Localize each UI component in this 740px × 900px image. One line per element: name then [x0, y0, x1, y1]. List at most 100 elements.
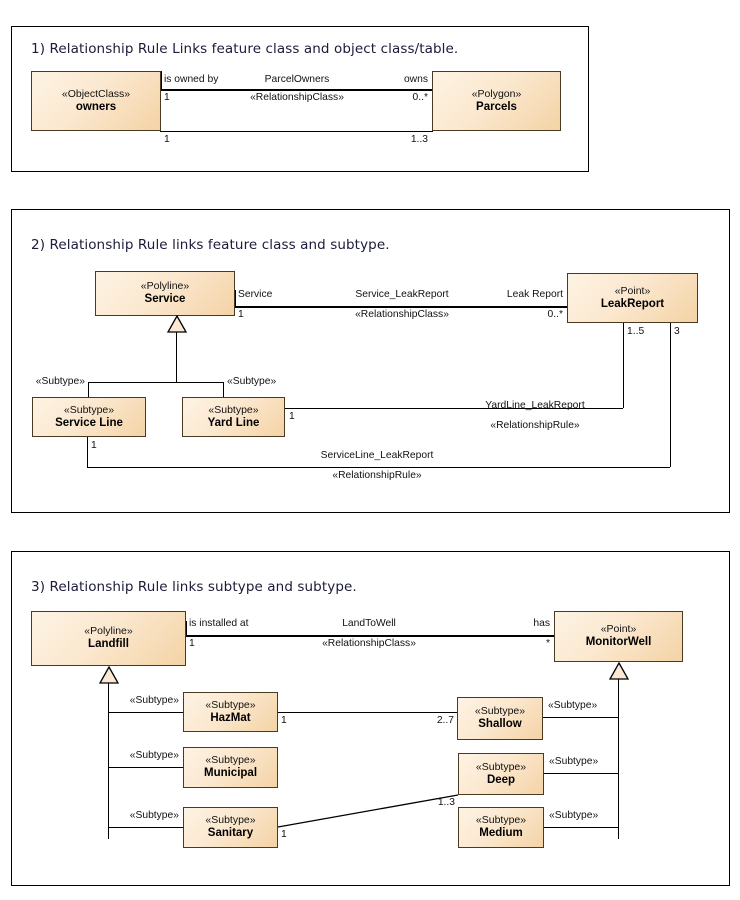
connector-stereotype: «RelationshipRule» [332, 470, 422, 481]
class-name: Yard Line [207, 416, 260, 429]
generalization-drop-service-line [88, 382, 89, 397]
connector-target-multiplicity: 3 [674, 326, 680, 337]
subtype-label-medium: «Subtype» [549, 810, 599, 821]
connector-source-multiplicity: 1 [238, 309, 244, 320]
panel-1-title: 1) Relationship Rule Links feature class… [31, 41, 459, 57]
class-stereotype: «Subtype» [205, 698, 256, 711]
class-box-monitorwell[interactable]: «Point» MonitorWell [554, 611, 683, 662]
class-box-deep[interactable]: «Subtype» Deep [458, 753, 544, 795]
connector-target-multiplicity: 1..5 [627, 326, 645, 337]
class-stereotype: «Subtype» [475, 814, 527, 827]
subtype-label-sanitary: «Subtype» [129, 810, 179, 821]
class-stereotype: «Subtype» [208, 403, 259, 416]
connector-source-multiplicity: 1 [164, 92, 170, 103]
connector-vertical-leakreport-3 [670, 323, 671, 467]
connector-stereotype: «RelationshipClass» [250, 92, 344, 103]
panel-2-title: 2) Relationship Rule links feature class… [31, 237, 390, 253]
connector-target-multiplicity: * [545, 638, 550, 649]
connector-relationshiprule-sanitary-deep[interactable] [277, 752, 460, 832]
class-stereotype: «Subtype» [205, 754, 256, 767]
connector-relationshipclass-landtowell[interactable] [185, 635, 555, 637]
class-name: HazMat [210, 711, 251, 724]
connector-stereotype: «RelationshipRule» [490, 420, 580, 431]
panel-relationship-rule-subtype-subtype: 3) Relationship Rule links subtype and s… [11, 551, 730, 886]
generalization-trunk [108, 683, 109, 839]
connector-vertical-serviceline [87, 437, 88, 467]
connector-stereotype: «RelationshipClass» [355, 309, 449, 320]
connector-source-multiplicity: 1 [91, 440, 97, 451]
generalization-branch-hazmat [108, 712, 183, 713]
class-box-landfill[interactable]: «Polyline» Landfill [31, 611, 186, 666]
connector-relationshiprule-1[interactable] [160, 131, 433, 132]
connector-name: Service_LeakReport [355, 289, 449, 300]
connector-name: ParcelOwners [264, 74, 330, 85]
connector-source-multiplicity: 1 [281, 829, 287, 840]
class-name: MonitorWell [585, 636, 652, 649]
generalization-fan-bar [88, 382, 223, 383]
class-stereotype: «ObjectClass» [61, 87, 131, 100]
connector-source-role: is installed at [189, 618, 249, 629]
class-box-service-line[interactable]: «Subtype» Service Line [32, 397, 146, 437]
connector-target-role: Leak Report [506, 289, 563, 300]
connector-source-role: Service [238, 289, 273, 300]
connector-target-role: has [533, 618, 550, 629]
class-box-sanitary[interactable]: «Subtype» Sanitary [183, 807, 278, 848]
connector-relationshipclass-parcelowners[interactable] [160, 89, 433, 91]
connector-source-role: is owned by [164, 74, 219, 85]
class-box-service[interactable]: «Polyline» Service [95, 271, 235, 316]
connector-relationshiprule-yardline-leakreport[interactable] [285, 408, 623, 409]
subtype-label-yard-line: «Subtype» [227, 376, 277, 387]
subtype-label-municipal: «Subtype» [129, 750, 179, 761]
generalization-branch-municipal [108, 767, 183, 768]
class-name: Medium [479, 827, 523, 840]
connector-stub-left [160, 71, 162, 89]
connector-stub-left [234, 290, 236, 306]
connector-relationshiprule-serviceline-leakreport[interactable] [87, 467, 670, 468]
generalization-branch-shallow [543, 717, 618, 718]
class-name: Parcels [476, 100, 517, 113]
panel-relationship-rule-objectclass: 1) Relationship Rule Links feature class… [11, 26, 589, 172]
connector-vertical-yardline [623, 323, 624, 408]
class-name: Municipal [203, 767, 258, 780]
class-stereotype: «Polyline» [140, 280, 190, 293]
class-box-municipal[interactable]: «Subtype» Municipal [183, 747, 278, 788]
class-name: Deep [486, 773, 516, 786]
connector-target-multiplicity: 0..* [547, 309, 563, 320]
class-box-leakreport[interactable]: «Point» LeakReport [567, 273, 698, 323]
connector-stereotype: «RelationshipClass» [322, 638, 416, 649]
class-box-yard-line[interactable]: «Subtype» Yard Line [182, 397, 285, 437]
connector-relationshipclass-service-leakreport[interactable] [234, 306, 568, 308]
connector-target-multiplicity-2: 1..3 [410, 134, 428, 145]
class-name: LeakReport [600, 297, 665, 310]
class-stereotype: «Point» [614, 284, 651, 297]
class-stereotype: «Polyline» [84, 625, 133, 638]
generalization-drop-yard-line [223, 382, 224, 397]
subtype-label-service-line: «Subtype» [35, 376, 85, 387]
class-box-shallow[interactable]: «Subtype» Shallow [457, 697, 543, 740]
generalization-trunk-right [618, 679, 619, 839]
class-box-hazmat[interactable]: «Subtype» HazMat [183, 692, 278, 732]
class-stereotype: «Subtype» [475, 760, 527, 773]
class-stereotype: «Subtype» [63, 403, 115, 416]
generalization-branch-medium [544, 827, 618, 828]
class-name: Service [144, 293, 186, 306]
class-name: Service Line [55, 416, 123, 429]
connector-target-multiplicity: 1..3 [437, 797, 455, 808]
class-box-parcels[interactable]: «Polygon» Parcels [432, 71, 561, 131]
connector-name: ServiceLine_LeakReport [320, 450, 434, 461]
connector-target-multiplicity: 0..* [412, 92, 428, 103]
class-name: Landfill [88, 638, 129, 651]
connector-relationshiprule-hazmat-shallow[interactable] [278, 712, 457, 713]
class-box-medium[interactable]: «Subtype» Medium [458, 807, 544, 848]
generalization-triangle-landfill [89, 666, 129, 684]
connector-name: LandToWell [342, 618, 396, 629]
class-box-owners[interactable]: «ObjectClass» owners [31, 71, 161, 131]
subtype-label-deep: «Subtype» [549, 756, 599, 767]
panel-3-title: 3) Relationship Rule links subtype and s… [31, 579, 357, 595]
subtype-label-hazmat: «Subtype» [129, 695, 179, 706]
class-stereotype: «Polygon» [471, 87, 522, 100]
connector-source-multiplicity: 1 [189, 638, 195, 649]
generalization-trunk [176, 332, 177, 382]
generalization-triangle-service [157, 315, 197, 333]
generalization-branch-deep [544, 773, 618, 774]
